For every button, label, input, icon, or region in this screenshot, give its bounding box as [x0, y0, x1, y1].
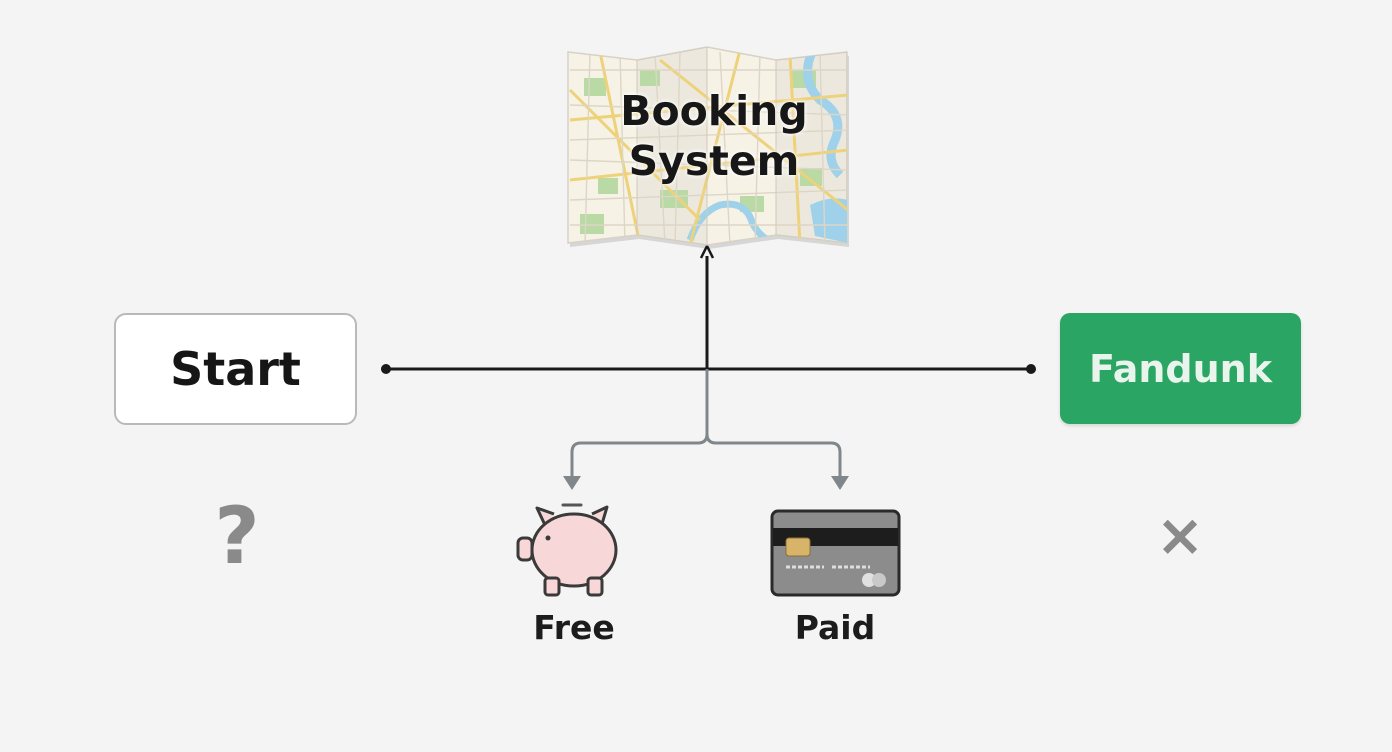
destination-endpoint-dot: [1026, 364, 1036, 374]
map-title: Booking System: [600, 86, 828, 186]
map-title-line2: System: [628, 137, 800, 185]
map-title-line1: Booking: [620, 87, 808, 135]
branch-connector: [570, 369, 842, 482]
credit-card-icon: [770, 509, 901, 597]
folded-map-icon: [567, 46, 849, 249]
start-endpoint-dot: [381, 364, 391, 374]
destination-node: Fandunk: [1060, 313, 1301, 424]
free-arrow-head: [563, 476, 581, 490]
start-node: Start: [114, 313, 357, 425]
up-arrow-head: [699, 243, 715, 259]
paid-arrow-head: [831, 476, 849, 490]
close-icon: ×: [1155, 501, 1205, 569]
question-mark-icon: ?: [214, 492, 260, 582]
free-label: Free: [533, 608, 615, 647]
start-label: Start: [170, 342, 301, 396]
destination-label: Fandunk: [1088, 346, 1272, 391]
piggy-bank-icon: [516, 503, 618, 597]
paid-label: Paid: [794, 608, 876, 647]
